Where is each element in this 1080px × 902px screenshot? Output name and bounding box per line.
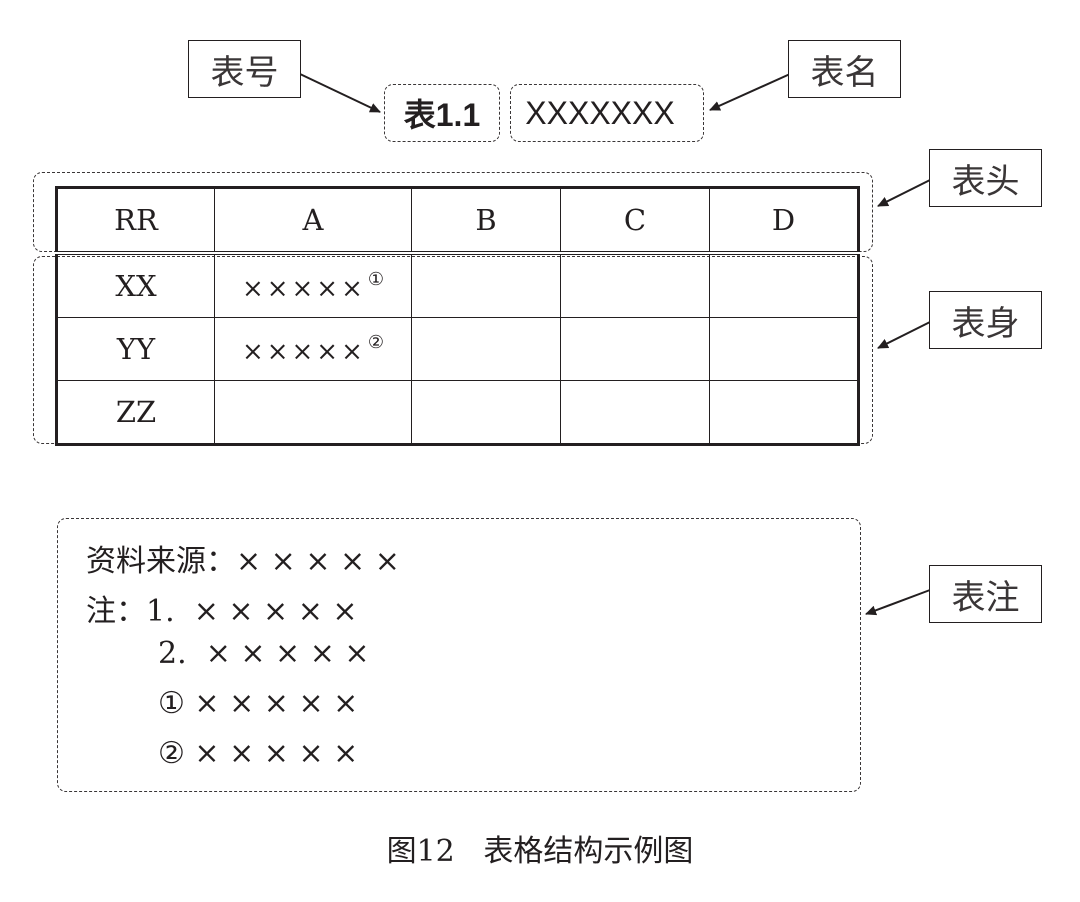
callout-table-head: 表头 <box>929 149 1042 207</box>
note-3: ① × × × × × <box>158 686 359 721</box>
table-cell <box>560 317 710 381</box>
footnote-mark: ① <box>367 268 385 290</box>
cell-value: ××××× <box>241 273 366 304</box>
header-cell-b: B <box>411 187 561 255</box>
row-label: ZZ <box>56 380 215 445</box>
header-cell-d: D <box>709 187 859 255</box>
note-2: 2. × × × × × <box>158 636 370 671</box>
table-cell <box>411 252 561 318</box>
callout-table-note: 表注 <box>929 565 1042 623</box>
row-label: YY <box>56 317 215 381</box>
table-name: XXXXXXX <box>525 94 675 131</box>
table-number: 表1.1 <box>403 97 481 133</box>
figure-caption: 图12 表格结构示例图 <box>386 834 694 869</box>
table-header-row: RR A B C D <box>56 187 859 255</box>
table-cell: ×××××① <box>214 252 412 318</box>
arrow-table-body <box>877 321 931 349</box>
table-cell <box>709 317 859 381</box>
footnote-mark: ② <box>367 331 385 353</box>
table-cell <box>709 252 859 318</box>
table-cell <box>560 380 710 445</box>
table-note-frame <box>57 518 861 792</box>
table-name-frame <box>510 84 704 142</box>
table-cell <box>214 380 412 445</box>
callout-table-name: 表名 <box>788 40 901 98</box>
table-cell <box>560 252 710 318</box>
cell-value: ××××× <box>241 336 366 367</box>
table-cell: ×××××② <box>214 317 412 381</box>
row-label: XX <box>56 252 215 318</box>
arrow-table-head <box>877 179 931 207</box>
table-cell <box>709 380 859 445</box>
table-row: ZZ <box>56 380 859 445</box>
example-table: RR A B C D XX ×××××① YY ×××××② ZZ <box>55 186 860 446</box>
table-cell <box>411 317 561 381</box>
callout-table-body: 表身 <box>929 291 1042 349</box>
table-number-frame <box>384 84 500 142</box>
header-cell-rr: RR <box>56 187 215 255</box>
callout-table-number: 表号 <box>188 40 301 98</box>
table-row: XX ×××××① <box>56 252 859 318</box>
header-cell-c: C <box>560 187 710 255</box>
table-row: YY ×××××② <box>56 317 859 381</box>
note-1: 注：1. × × × × × <box>86 594 358 629</box>
table-cell <box>411 380 561 445</box>
source-note: 资料来源：× × × × × <box>86 544 400 579</box>
arrow-table-name <box>709 73 791 111</box>
header-cell-a: A <box>214 187 412 255</box>
note-4: ② × × × × × <box>158 736 359 771</box>
arrow-table-note <box>865 589 931 616</box>
arrow-table-number <box>299 73 381 113</box>
